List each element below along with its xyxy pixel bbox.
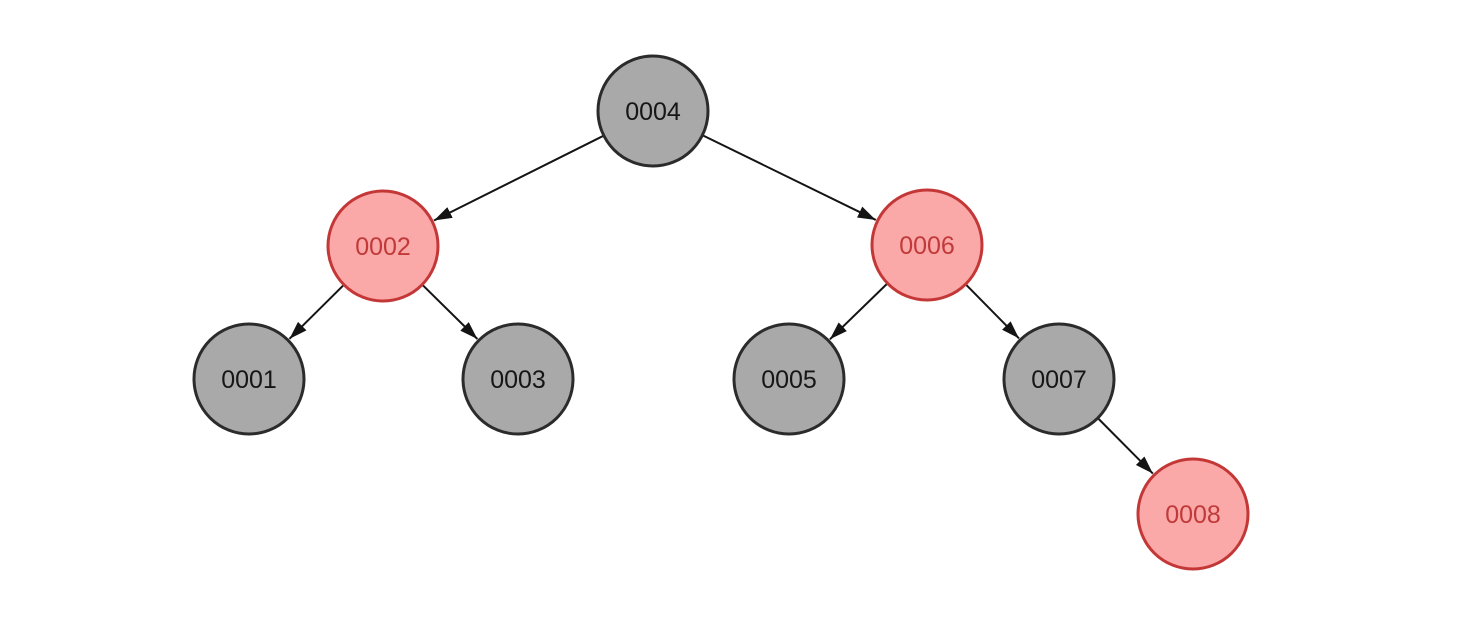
tree-edge-0004-0006 bbox=[702, 134, 877, 221]
tree-edge-0004-0002 bbox=[433, 135, 604, 222]
node-label-0004: 0004 bbox=[625, 98, 681, 126]
tree-node-0004: 0004 bbox=[596, 54, 710, 168]
node-label-0006: 0006 bbox=[899, 232, 955, 260]
node-circle-0005 bbox=[732, 322, 846, 436]
node-circle-0007 bbox=[1002, 322, 1116, 436]
tree-edge-0006-0007 bbox=[965, 284, 1020, 340]
node-circle-0008 bbox=[1136, 457, 1250, 571]
tree-node-0003: 0003 bbox=[461, 322, 575, 436]
node-circle-0003 bbox=[461, 322, 575, 436]
tree-node-0005: 0005 bbox=[732, 322, 846, 436]
node-circle-0006 bbox=[870, 188, 984, 302]
node-circle-0004 bbox=[596, 54, 710, 168]
node-circle-0002 bbox=[326, 189, 440, 303]
node-label-0002: 0002 bbox=[355, 233, 411, 261]
node-label-0008: 0008 bbox=[1165, 501, 1221, 529]
tree-edge-0002-0001 bbox=[288, 284, 344, 340]
tree-node-0007: 0007 bbox=[1002, 322, 1116, 436]
node-label-0001: 0001 bbox=[221, 366, 277, 394]
edges-layer bbox=[288, 134, 1154, 475]
nodes-layer: 0004 0002 0006 0001 0003 0005 0007 0008 bbox=[192, 54, 1250, 571]
tree-node-0008: 0008 bbox=[1136, 457, 1250, 571]
node-label-0003: 0003 bbox=[490, 366, 546, 394]
node-circle-0001 bbox=[192, 322, 306, 436]
tree-node-0001: 0001 bbox=[192, 322, 306, 436]
tree-edge-0006-0005 bbox=[829, 283, 888, 341]
tree-edge-0007-0008 bbox=[1097, 418, 1154, 475]
node-label-0005: 0005 bbox=[761, 366, 817, 394]
tree-node-0002: 0002 bbox=[326, 189, 440, 303]
node-label-0007: 0007 bbox=[1031, 366, 1087, 394]
tree-edge-0002-0003 bbox=[422, 284, 479, 340]
tree-node-0006: 0006 bbox=[870, 188, 984, 302]
